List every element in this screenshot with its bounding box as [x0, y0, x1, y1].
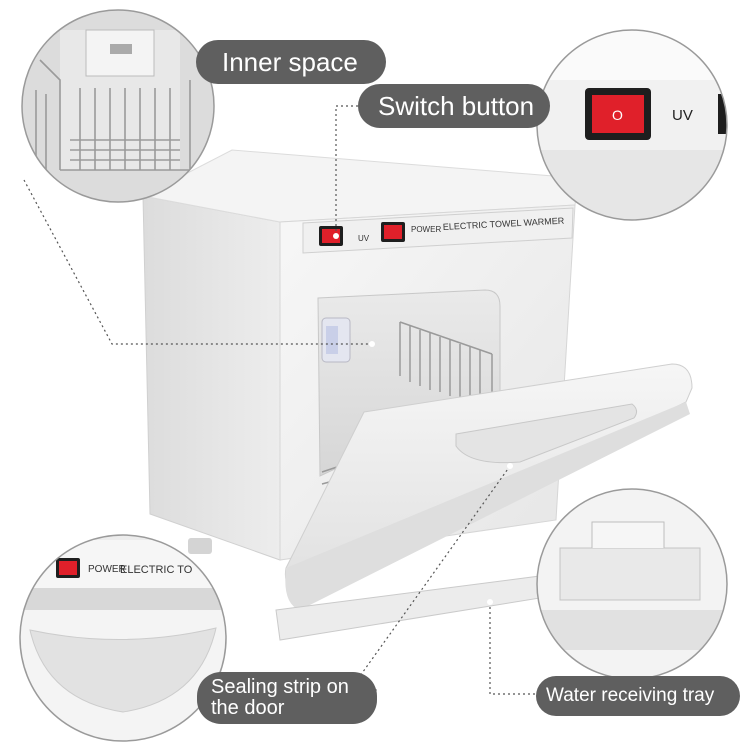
door-handle[interactable]: [455, 403, 638, 464]
callout-switch-button: Switch button: [358, 84, 550, 128]
power-label: POWER: [411, 225, 441, 234]
zoom-brand-label: ELECTRIC TO: [120, 564, 193, 576]
wire-rack: [321, 321, 493, 485]
callout-sealing-strip: Sealing strip on the door: [197, 672, 377, 724]
callout-inner-space: Inner space: [196, 40, 386, 84]
zoom-sealing-strip: POWER ELECTRIC TO: [19, 534, 227, 742]
zoom-power-label: POWER: [88, 564, 126, 575]
zoom-water-tray: [536, 488, 728, 680]
open-door[interactable]: [275, 363, 693, 641]
zoom-uv-label: UV: [672, 107, 693, 124]
callout-water-tray: Water receiving tray: [536, 676, 740, 716]
switch-glyph: O: [612, 107, 623, 123]
zoom-switch-button: O UV: [536, 29, 728, 221]
zoom-inner-space: [21, 9, 215, 203]
uv-label: UV: [358, 234, 370, 243]
